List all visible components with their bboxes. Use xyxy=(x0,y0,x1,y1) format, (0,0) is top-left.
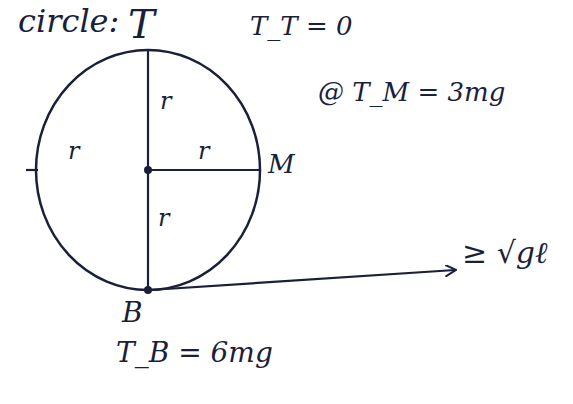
speed-note: ≥ √gℓ xyxy=(462,236,548,269)
radius-label: r xyxy=(198,138,209,164)
radius-label: r xyxy=(68,138,79,164)
tension-note: @ T_M = 3mg xyxy=(318,78,505,107)
point-label: M xyxy=(268,150,295,179)
point-label: B xyxy=(122,298,143,329)
tension-note: T_T = 0 xyxy=(250,12,353,41)
center-dot xyxy=(144,166,152,174)
velocity-arrow xyxy=(150,270,455,290)
point-label: T xyxy=(128,2,155,46)
horizontal-radius xyxy=(148,169,260,171)
radius-label: r xyxy=(160,88,171,114)
left-tick xyxy=(26,169,38,171)
radius-label: r xyxy=(158,205,169,231)
circle-path xyxy=(36,50,260,290)
tension-note: T_B = 6mg xyxy=(116,338,273,369)
title-note: circle: xyxy=(18,4,119,39)
